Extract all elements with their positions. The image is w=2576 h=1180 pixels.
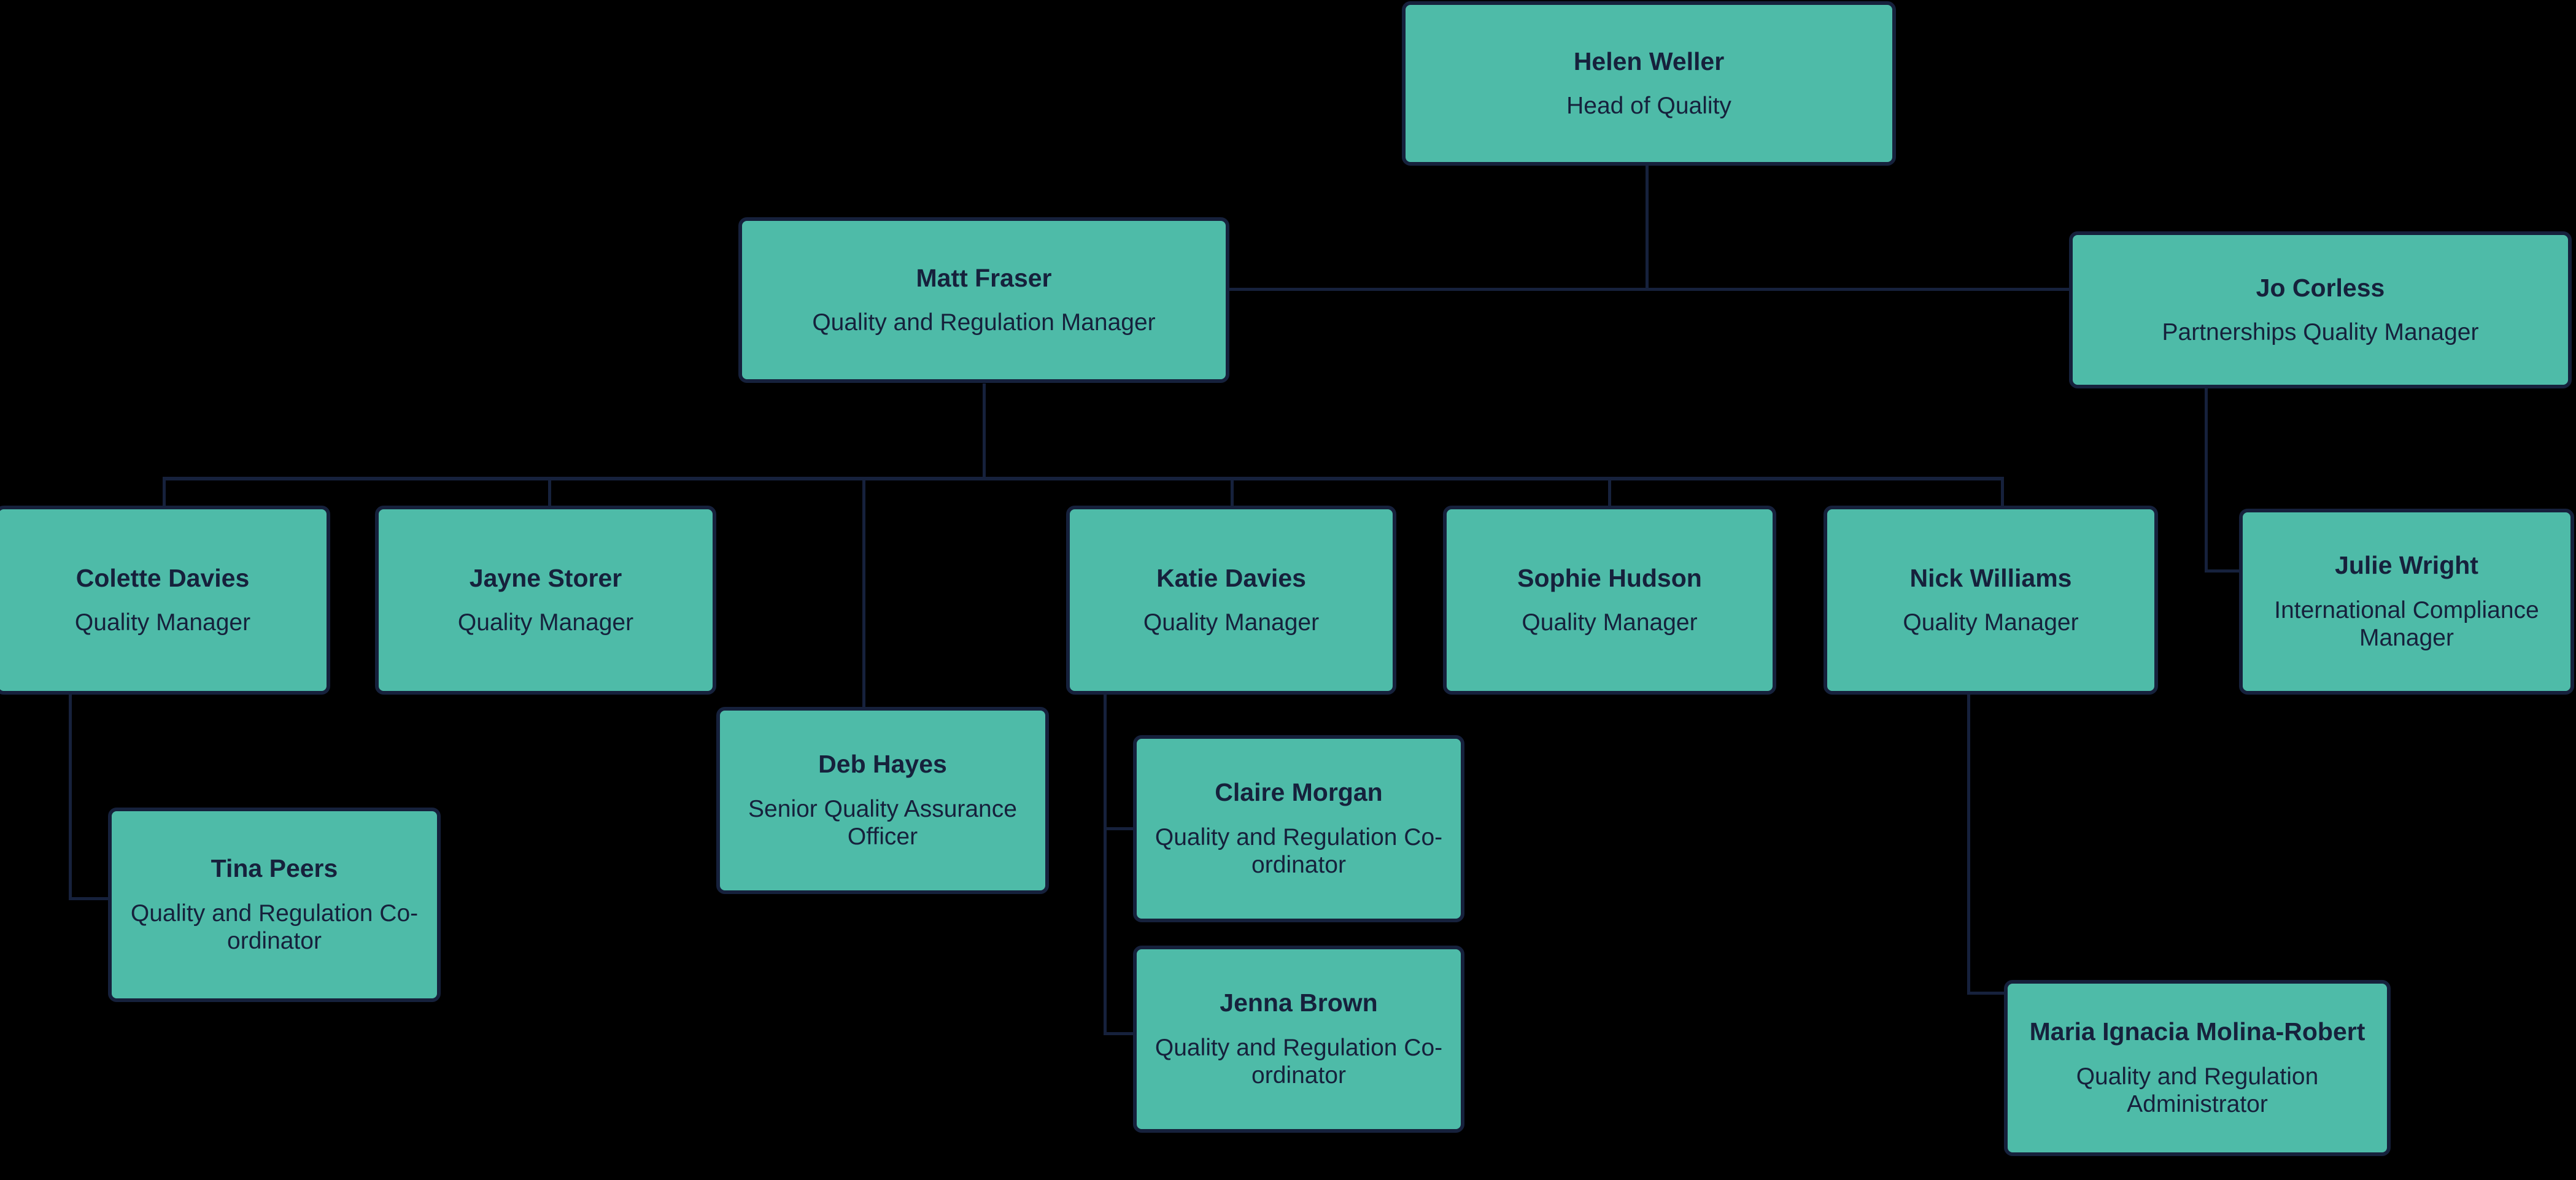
node-title: Head of Quality — [1566, 93, 1731, 120]
node-title: Senior Quality Assurance Officer — [748, 796, 1017, 850]
node-title: Quality and Regulation Co-ordinator — [1155, 824, 1443, 879]
org-node-tina-peers[interactable]: Tina Peers Quality and Regulation Co-ord… — [108, 808, 441, 1002]
node-name: Jayne Storer — [469, 563, 622, 592]
node-name: Matt Fraser — [916, 263, 1052, 292]
org-node-katie-davies[interactable]: Katie Davies Quality Manager — [1066, 506, 1396, 695]
org-node-matt-fraser[interactable]: Matt Fraser Quality and Regulation Manag… — [738, 217, 1229, 383]
node-name: Jenna Brown — [1220, 989, 1378, 1017]
node-name: Nick Williams — [1909, 563, 2072, 592]
org-node-jenna-brown[interactable]: Jenna Brown Quality and Regulation Co-or… — [1133, 946, 1464, 1133]
node-title: International Compliance Manager — [2274, 597, 2539, 652]
connector-drop-katie — [1231, 477, 1234, 507]
connector-matt-stem — [983, 384, 986, 478]
node-title: Quality Manager — [457, 609, 634, 636]
connector-drop-jayne — [548, 477, 551, 507]
node-name: Colette Davies — [75, 563, 250, 592]
node-name: Sophie Hudson — [1517, 563, 1702, 592]
connector-drop-debhayes — [862, 477, 865, 709]
node-title: Quality and Regulation Co-ordinator — [130, 900, 419, 955]
connector-tier3-bus — [163, 477, 2004, 480]
connector-katie-elbow-claire — [1104, 827, 1134, 830]
org-node-deb-hayes[interactable]: Deb Hayes Senior Quality Assurance Offic… — [716, 707, 1049, 894]
node-name: Tina Peers — [211, 854, 338, 883]
org-node-nick-williams[interactable]: Nick Williams Quality Manager — [1824, 506, 2158, 695]
org-node-claire-morgan[interactable]: Claire Morgan Quality and Regulation Co-… — [1133, 735, 1464, 922]
connector-nick-down — [1967, 694, 1970, 995]
node-name: Deb Hayes — [818, 750, 947, 779]
org-node-colette-davies[interactable]: Colette Davies Quality Manager — [0, 506, 330, 695]
connector-jo-elbow — [2205, 569, 2239, 573]
node-name: Helen Weller — [1573, 47, 1725, 75]
org-node-jo-corless[interactable]: Jo Corless Partnerships Quality Manager — [2069, 231, 2572, 388]
node-title: Quality Manager — [1522, 609, 1698, 636]
node-title: Quality and Regulation Manager — [812, 309, 1156, 336]
connector-katie-down — [1104, 694, 1107, 1035]
node-title: Quality Manager — [1143, 609, 1320, 636]
node-name: Katie Davies — [1156, 563, 1306, 592]
node-title: Quality and Regulation Co-ordinator — [1155, 1035, 1443, 1089]
connector-drop-colette — [163, 477, 166, 507]
connector-drop-sophie — [1608, 477, 1611, 507]
connector-colette-down — [69, 694, 72, 900]
node-name: Jo Corless — [2256, 273, 2385, 302]
connector-colette-elbow — [69, 897, 109, 900]
node-title: Partnerships Quality Manager — [2162, 319, 2479, 346]
connector-katie-elbow-jenna — [1104, 1032, 1134, 1035]
org-node-sophie-hudson[interactable]: Sophie Hudson Quality Manager — [1443, 506, 1776, 695]
connector-helen-stem — [1646, 164, 1649, 289]
org-node-helen-weller[interactable]: Helen Weller Head of Quality — [1402, 1, 1896, 166]
org-node-maria-molina[interactable]: Maria Ignacia Molina-Robert Quality and … — [2004, 980, 2391, 1156]
org-node-jayne-storer[interactable]: Jayne Storer Quality Manager — [375, 506, 716, 695]
connector-nick-elbow — [1967, 992, 2005, 995]
node-title: Quality and Regulation Administrator — [2076, 1063, 2319, 1118]
org-node-julie-wright[interactable]: Julie Wright International Compliance Ma… — [2239, 509, 2574, 695]
node-name: Maria Ignacia Molina-Robert — [2029, 1017, 2365, 1046]
connector-drop-nick — [2001, 477, 2004, 507]
connector-helen-bus — [983, 288, 2315, 291]
node-name: Julie Wright — [2335, 551, 2478, 580]
node-title: Quality Manager — [1903, 609, 2079, 636]
node-title: Quality Manager — [74, 609, 251, 636]
node-name: Claire Morgan — [1215, 778, 1383, 807]
connector-jo-down — [2205, 388, 2208, 573]
